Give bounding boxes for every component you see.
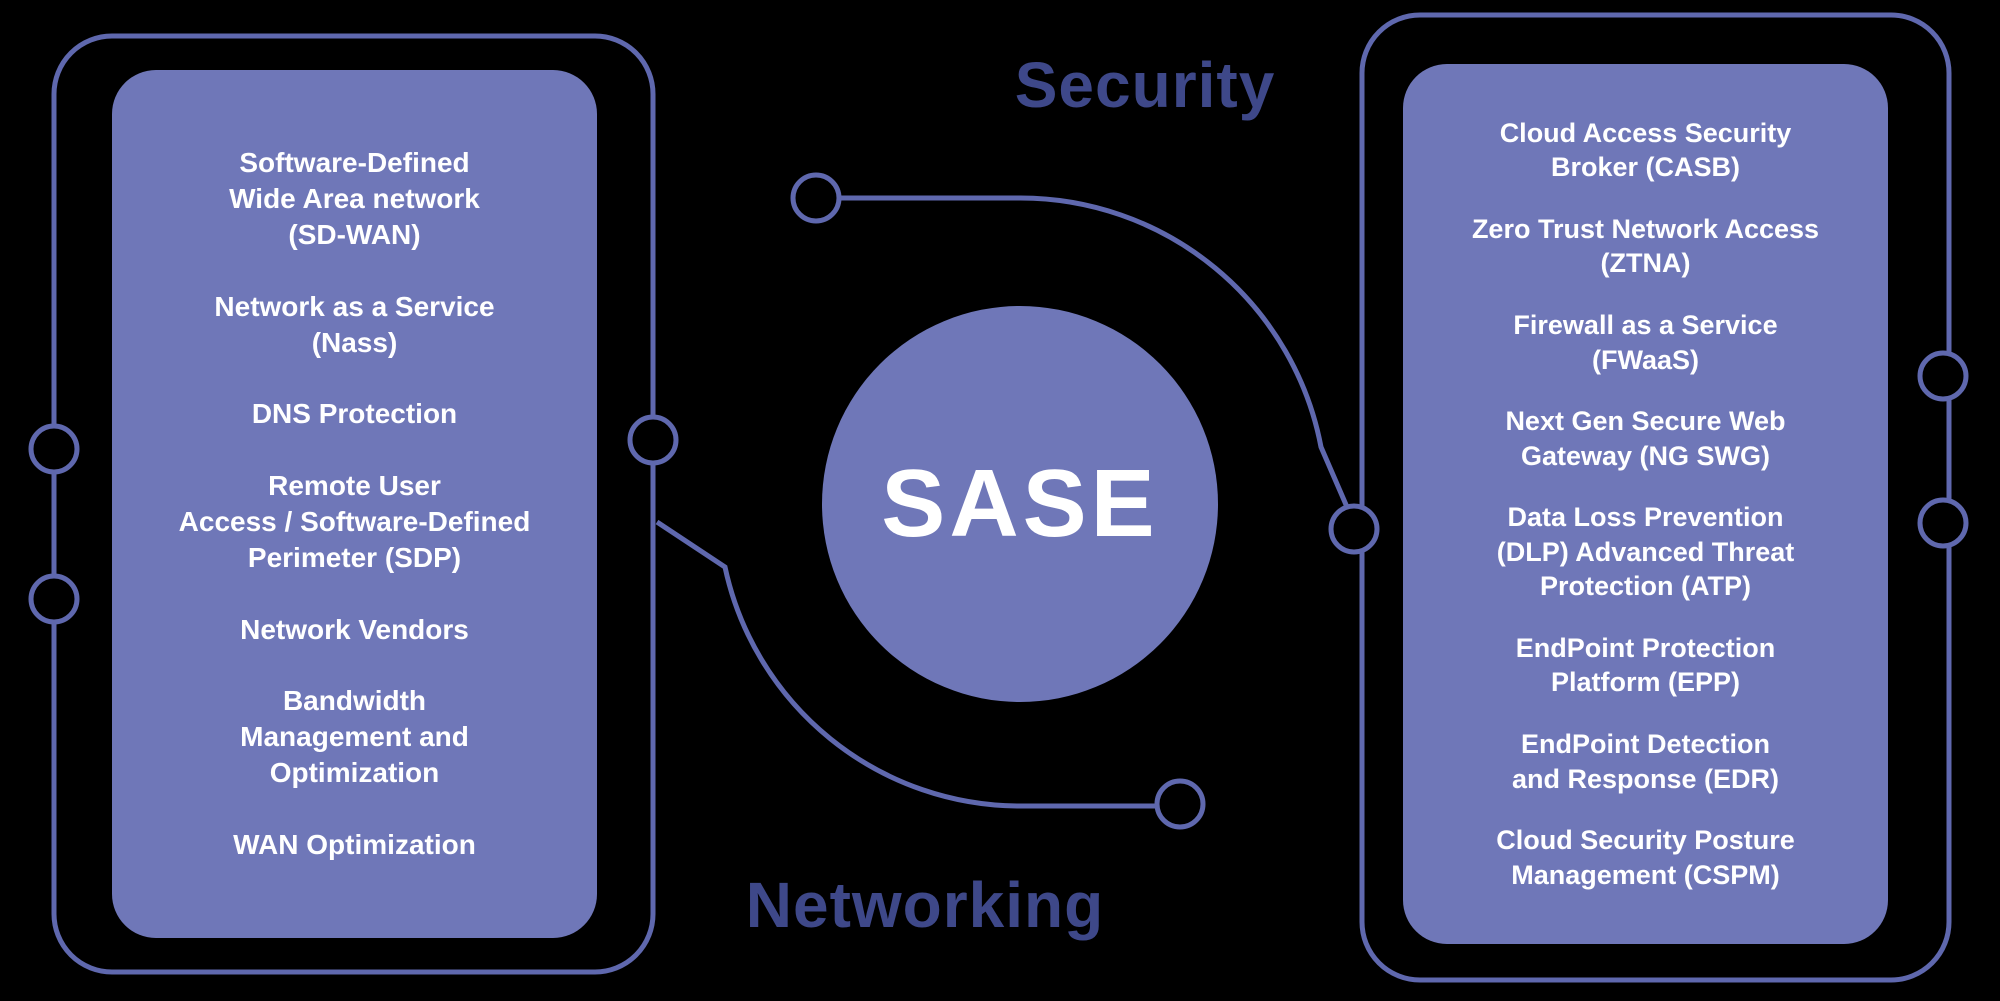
sase-label: SASE — [881, 450, 1159, 557]
security-outline — [1359, 12, 1952, 983]
connector-node-icon — [790, 172, 842, 224]
networking-item: Network Vendors — [240, 613, 469, 645]
security-item: EndPoint Protection Platform (EPP) — [1515, 632, 1776, 698]
networking-item: Software-Defined Wide Area network (SD-W… — [229, 147, 480, 250]
connector-node-icon — [627, 414, 679, 466]
networking-outline — [51, 33, 656, 975]
security-item: Data Loss Prevention (DLP) Advanced Thre… — [1496, 502, 1795, 602]
networking-item: WAN Optimization — [233, 828, 476, 860]
networking-item: Network as a Service (Nass) — [214, 290, 495, 358]
connector-node-icon — [1917, 497, 1969, 549]
security-item: Zero Trust Network Access (ZTNA) — [1471, 213, 1820, 279]
networking-item: DNS Protection — [251, 398, 458, 430]
security-item: Firewall as a Service (FWaaS) — [1513, 310, 1778, 375]
networking-title: Networking — [745, 869, 1105, 941]
connector-node-icon — [1154, 778, 1206, 830]
sase-circle: SASE — [822, 306, 1218, 702]
security-panel: Cloud Access Security Broker (CASB) Zero… — [1403, 64, 1888, 944]
top-arc-connector — [840, 195, 1350, 508]
security-item: Cloud Access Security Broker (CASB) — [1499, 117, 1792, 183]
networking-panel: Software-Defined Wide Area network (SD-W… — [112, 70, 597, 938]
security-item: EndPoint Detection and Response (EDR) — [1511, 728, 1780, 794]
networking-item: Remote User Access / Software-Defined Pe… — [178, 470, 531, 573]
connector-node-icon — [28, 573, 80, 625]
security-item: Next Gen Secure Web Gateway (NG SWG) — [1505, 406, 1786, 471]
security-item: Cloud Security Posture Management (CSPM) — [1496, 825, 1795, 890]
connector-node-icon — [1328, 503, 1380, 555]
connector-node-icon — [1917, 350, 1969, 402]
security-title: Security — [1014, 49, 1276, 121]
connector-node-icon — [28, 423, 80, 475]
bottom-arc-connector — [655, 519, 1157, 809]
networking-item: Bandwidth Management and Optimization — [240, 685, 469, 789]
